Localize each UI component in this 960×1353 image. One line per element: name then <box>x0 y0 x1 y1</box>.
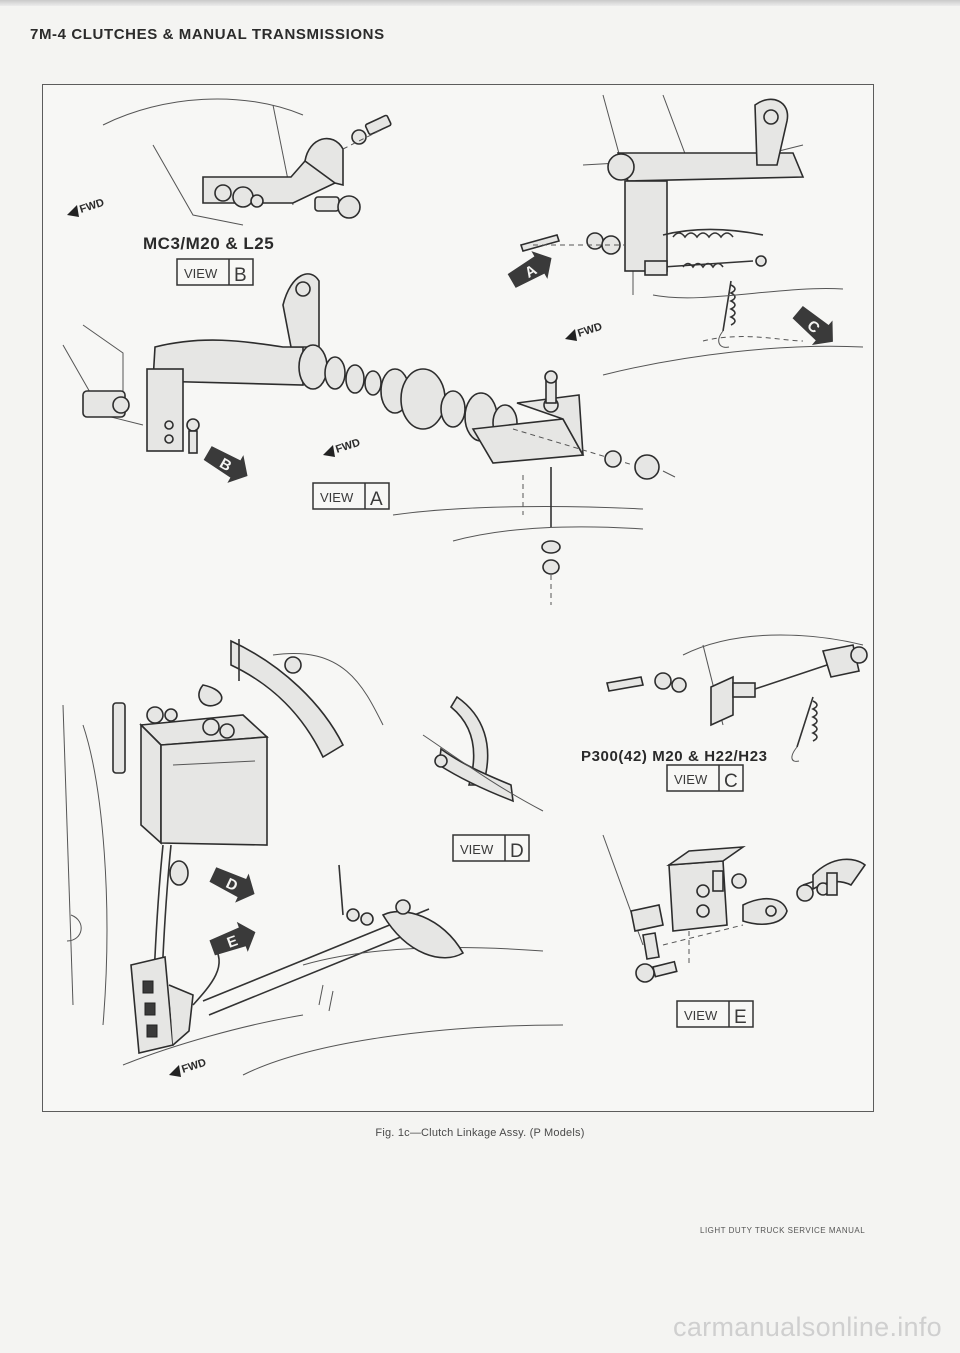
view-word: VIEW <box>184 266 218 281</box>
fwd-label: FWD <box>78 197 106 216</box>
footer-manual-title: LIGHT DUTY TRUCK SERVICE MANUAL <box>700 1226 866 1235</box>
view-e-pivot-detail <box>602 834 867 983</box>
view-word: VIEW <box>460 842 494 857</box>
figure-caption: Fig. 1c—Clutch Linkage Assy. (P Models) <box>375 1127 585 1139</box>
callout-e: E <box>209 921 256 956</box>
linkage-illustration: MC3/M20 & L25 P300(42) M20 & H22/H23 VIE… <box>62 94 868 1077</box>
fwd-arrow-top-left: FWD <box>67 197 106 217</box>
callout-a: A <box>507 251 552 288</box>
fwd-arrow-bottom: FWD <box>169 1057 208 1077</box>
watermark: carmanualsonline.info <box>673 1312 942 1342</box>
view-box-a: VIEW A <box>312 482 390 510</box>
view-b-upper-mount <box>102 98 392 226</box>
view-c-rod-spring <box>606 634 868 762</box>
view-letter-e: E <box>734 1007 747 1028</box>
view-word: VIEW <box>674 772 708 787</box>
fwd-arrow-center: FWD <box>323 437 362 457</box>
view-box-c: VIEW C <box>666 764 744 792</box>
page-header: 7M-4 CLUTCHES & MANUAL TRANSMISSIONS <box>30 26 385 43</box>
view-letter-a: A <box>370 489 383 510</box>
view-word: VIEW <box>320 490 354 505</box>
fwd-label: FWD <box>334 437 362 456</box>
fwd-arrow-mid-right: FWD <box>565 321 604 341</box>
view-box-d: VIEW D <box>452 834 530 862</box>
callout-b: B <box>203 446 248 483</box>
callout-d: D <box>209 867 255 903</box>
view-a-cross-shaft <box>62 273 676 605</box>
view-a-upper-assembly <box>519 94 864 376</box>
top-rule <box>0 0 960 6</box>
figure-frame: MC3/M20 & L25 P300(42) M20 & H22/H23 VIE… <box>42 84 874 1112</box>
model-label-right: P300(42) M20 & H22/H23 <box>581 748 768 765</box>
fwd-label: FWD <box>576 321 604 340</box>
fwd-label: FWD <box>180 1057 208 1076</box>
view-box-b: VIEW B <box>176 258 254 286</box>
view-letter-b: B <box>234 265 247 286</box>
view-word: VIEW <box>684 1008 718 1023</box>
view-letter-d: D <box>510 841 524 862</box>
model-label-top: MC3/M20 & L25 <box>143 234 274 253</box>
callout-c: C <box>792 306 833 345</box>
view-box-e: VIEW E <box>676 1000 754 1028</box>
view-d-e-linkage <box>62 639 564 1076</box>
view-letter-c: C <box>724 771 738 792</box>
